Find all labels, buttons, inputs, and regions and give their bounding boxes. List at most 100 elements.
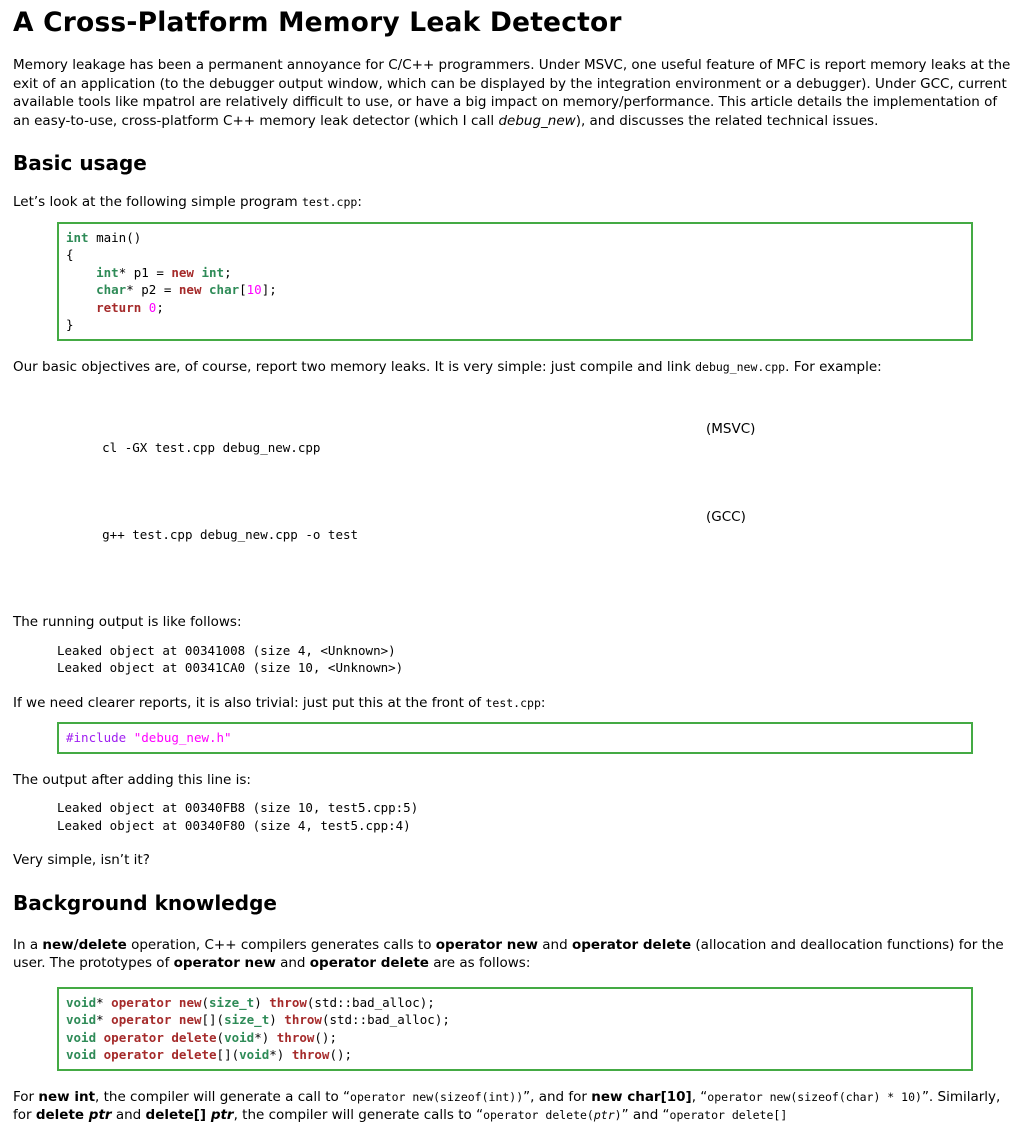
text-segment [141, 300, 149, 315]
text-segment: (allocation and deallocation functions) … [13, 936, 1004, 972]
text-segment: * p2 = [126, 282, 179, 297]
compile-command-gcc: g++ test.cpp debug_new.cpp -o test (GCC) [57, 509, 1011, 562]
text-segment: delete[] [145, 1107, 211, 1123]
text-segment: new [171, 264, 194, 280]
code-line: { [66, 246, 971, 264]
code-block-operator-prototypes: void* operator new(size_t) throw(std::ba… [57, 986, 973, 1071]
compiler-label-gcc: (GCC) [706, 508, 746, 525]
text-segment: : [540, 694, 546, 711]
text-segment: 10 [246, 282, 262, 297]
compile-command-text: cl -GX test.cpp debug_new.cpp [102, 439, 321, 455]
text-segment: []( [201, 1012, 225, 1027]
text-segment: void [239, 1047, 270, 1062]
text-segment: ) [269, 1012, 285, 1027]
text-segment: operator new(sizeof(int)) [350, 1089, 524, 1104]
text-segment: If we need clearer reports, it is also t… [13, 694, 486, 711]
objectives-paragraph: Our basic objectives are, of course, rep… [13, 358, 1011, 377]
text-segment: , the compiler will generate a call to “ [95, 1088, 351, 1105]
text-segment: debug_new [498, 112, 576, 129]
text-segment: operator delete [309, 955, 429, 971]
text-segment: operator new(sizeof(char) * 10) [707, 1089, 922, 1104]
final-paragraph: For new int, the compiler will generate … [13, 1088, 1011, 1125]
text-segment: operator delete[] [669, 1108, 788, 1122]
text-segment: ( [216, 1029, 225, 1045]
text-segment: throw [291, 1047, 330, 1062]
leak-output-block-2: Leaked object at 00340FB8 (size 10, test… [57, 800, 419, 833]
text-segment: [ [239, 282, 247, 297]
text-segment: { [66, 247, 74, 262]
intro-paragraph: Memory leakage has been a permanent anno… [13, 56, 1011, 130]
text-segment [171, 1012, 179, 1027]
text-segment: 0 [148, 299, 157, 315]
text-segment: operator new [435, 936, 538, 953]
text-segment: ptr [593, 1108, 615, 1122]
code-line: } [66, 316, 971, 334]
text-segment: operation, C++ compilers generates calls… [126, 936, 436, 953]
text-segment [96, 1030, 104, 1045]
text-segment [126, 730, 134, 745]
text-segment: operator [103, 1047, 164, 1062]
text-segment: operator delete( [483, 1108, 594, 1122]
text-segment: ” and “ [621, 1107, 670, 1123]
text-segment: ”, and for [523, 1088, 592, 1105]
text-segment: (); [329, 1047, 353, 1062]
text-segment: * p1 = [118, 264, 172, 280]
text-segment: : [357, 194, 362, 210]
text-segment: delete [171, 1029, 217, 1045]
text-segment: operator [111, 1012, 172, 1027]
article-page: A Cross-Platform Memory Leak Detector Me… [0, 7, 1024, 1125]
text-segment: operator delete [571, 936, 692, 953]
text-segment: Let’s look at the following simple progr… [13, 194, 302, 210]
text-segment: operator [111, 994, 172, 1010]
text-segment: "debug_new.h" [133, 730, 232, 745]
text-segment: size_t [224, 1012, 270, 1027]
text-segment: debug_new.cpp [695, 359, 786, 374]
text-segment [66, 300, 96, 315]
text-segment: ( [201, 994, 210, 1010]
compile-command-text: g++ test.cpp debug_new.cpp -o test [102, 527, 359, 542]
text-segment: ]; [261, 282, 277, 297]
text-segment: test.cpp [301, 195, 358, 209]
text-segment: and [537, 936, 572, 953]
text-segment: #include [66, 730, 127, 745]
text-segment [66, 265, 96, 280]
text-segment: new char[10] [591, 1088, 692, 1105]
very-simple-paragraph: Very simple, isn’t it? [13, 852, 150, 868]
text-segment: and [275, 955, 310, 971]
text-segment: ; [156, 299, 164, 315]
text-segment [171, 995, 179, 1010]
text-segment [96, 1047, 104, 1062]
text-segment: delete [171, 1047, 217, 1062]
text-segment: main() [88, 229, 142, 245]
text-segment: int [66, 229, 89, 245]
text-segment [164, 1047, 172, 1062]
text-segment: are as follows: [428, 955, 531, 971]
text-segment: void [66, 1012, 97, 1027]
text-segment: test.cpp [485, 695, 541, 710]
code-line: return 0; [66, 299, 971, 317]
text-segment: void [66, 994, 97, 1010]
text-segment: void [66, 1047, 97, 1062]
text-segment: throw [284, 1012, 322, 1027]
text-segment: new [178, 282, 202, 297]
text-segment: size_t [209, 994, 255, 1010]
text-segment: return [96, 299, 142, 315]
text-segment: delete [35, 1107, 89, 1123]
text-segment: ) [614, 1108, 622, 1122]
text-segment: char [96, 282, 127, 297]
text-segment: Memory leakage has been a permanent anno… [13, 57, 1011, 129]
text-segment: ) [254, 994, 270, 1010]
code-line: int main() [66, 229, 971, 247]
text-segment: and [111, 1107, 146, 1123]
text-segment: new int [38, 1088, 96, 1105]
text-segment: *) [254, 1029, 277, 1045]
code-block-include: #include "debug_new.h" [57, 722, 973, 754]
text-segment: . For example: [785, 358, 882, 375]
compile-commands-block: cl -GX test.cpp debug_new.cpp(MSVC) g++ … [57, 386, 1011, 596]
text-segment: new/delete [42, 936, 127, 953]
text-segment: new [178, 994, 202, 1010]
text-segment: ; [224, 264, 232, 280]
text-segment: new [178, 1012, 202, 1027]
code-line: #include "debug_new.h" [66, 729, 971, 747]
text-segment: int [96, 264, 119, 280]
